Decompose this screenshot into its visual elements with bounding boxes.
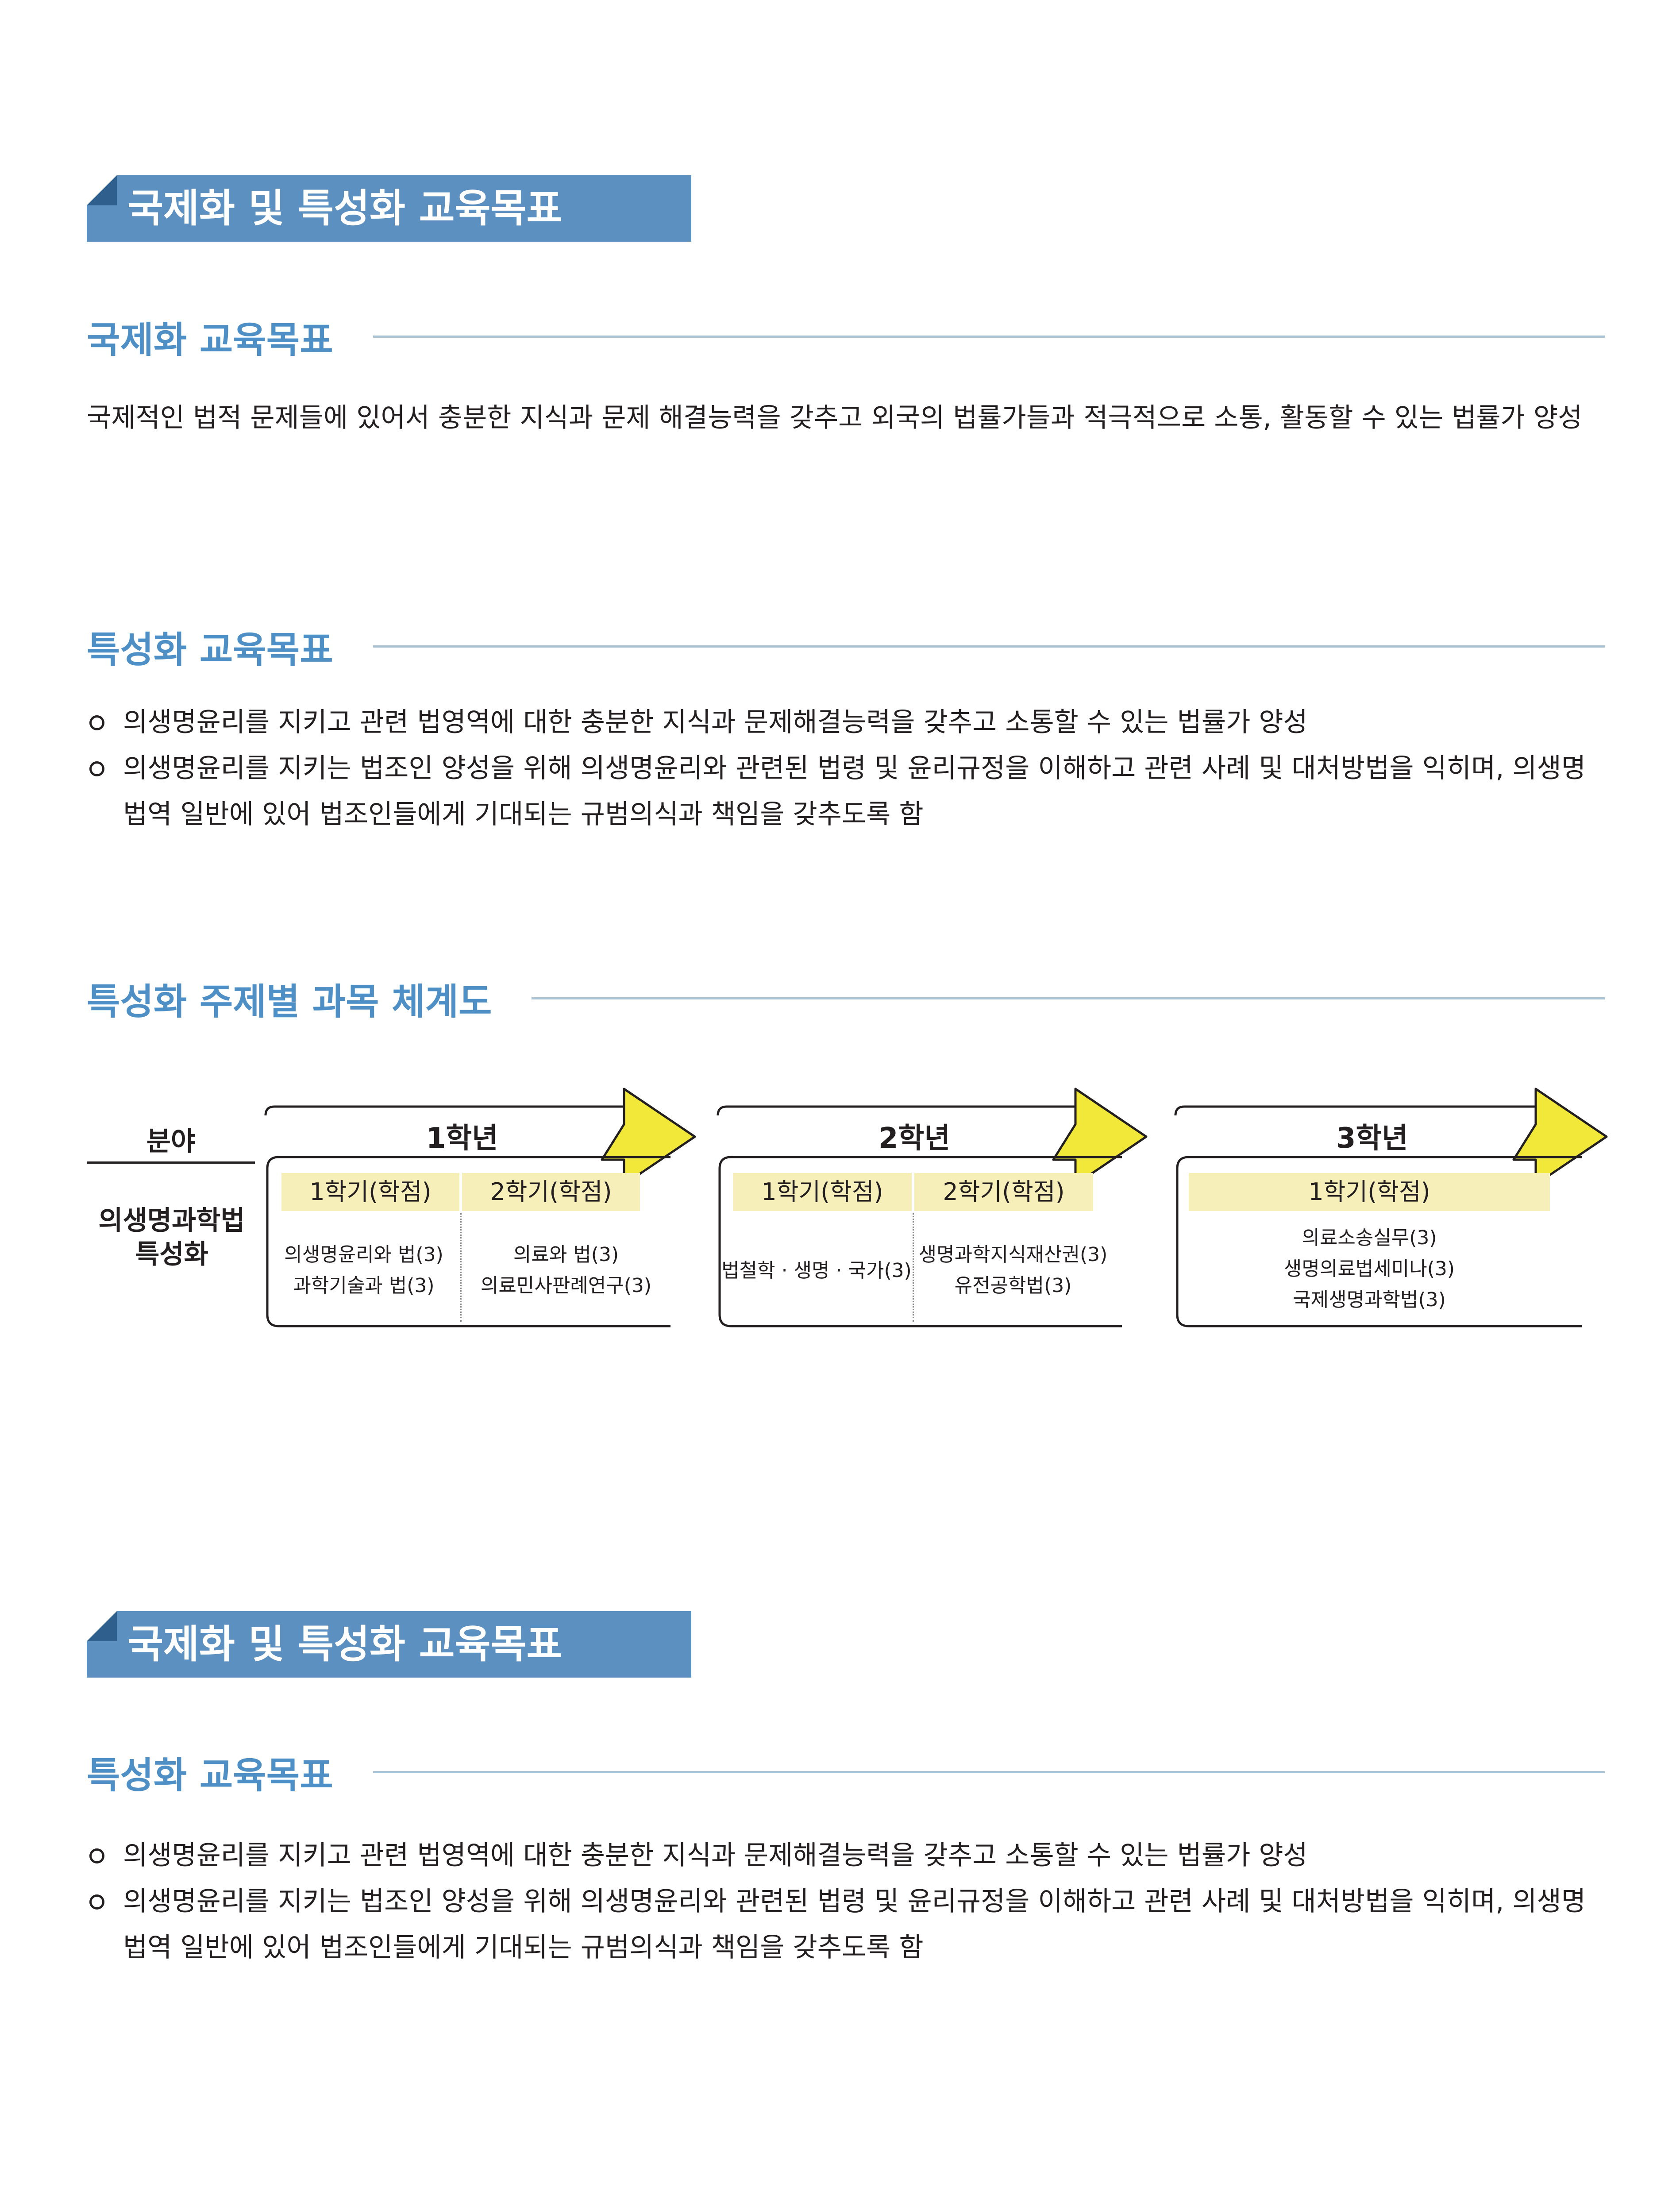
curriculum-map-heading: 특성화 주제별 과목 체계도 bbox=[87, 972, 1605, 1025]
year-label: 2학년 bbox=[878, 1122, 951, 1155]
heading-rule bbox=[373, 1771, 1605, 1773]
field-name: 의생명과학법 특성화 bbox=[98, 1205, 245, 1270]
banner-title: 국제화 및 특성화 교육목표 bbox=[127, 185, 563, 231]
field-header-rule bbox=[87, 1161, 255, 1164]
field-header: 분야 bbox=[146, 1126, 196, 1157]
bullet-circle-icon bbox=[89, 1894, 104, 1910]
course-item: 의료소송실무(3) bbox=[1302, 1227, 1437, 1249]
semester-label: 1학기(학점) bbox=[733, 1173, 912, 1211]
year2-arrow-icon bbox=[1052, 1088, 1148, 1186]
section-banner: 국제화 및 특성화 교육목표 bbox=[87, 1611, 691, 1678]
banner-title: 국제화 및 특성화 교육목표 bbox=[127, 1621, 563, 1667]
year3-top-line bbox=[1174, 1105, 1536, 1116]
spec-goal-list: 의생명윤리를 지키고 관련 법영역에 대한 충분한 지식과 문제해결능력을 갖추… bbox=[87, 699, 1605, 837]
course-item: 유전공학법(3) bbox=[954, 1274, 1072, 1297]
semester-label: 1학기(학점) bbox=[281, 1173, 459, 1211]
heading-rule bbox=[532, 997, 1605, 999]
course-list: 의료와 법(3) 의료민사판례연구(3) bbox=[462, 1239, 670, 1301]
heading-text: 특성화 주제별 과목 체계도 bbox=[87, 980, 492, 1023]
course-item: 법철학 · 생명 · 국가(3) bbox=[721, 1259, 912, 1282]
semester-divider bbox=[460, 1213, 462, 1322]
heading-rule bbox=[373, 335, 1605, 338]
year-label: 1학년 bbox=[426, 1122, 498, 1155]
year1-top-line bbox=[264, 1105, 624, 1116]
banner-corner-shade bbox=[87, 175, 117, 205]
semester-divider bbox=[913, 1213, 914, 1322]
course-item: 국제생명과학법(3) bbox=[1293, 1289, 1446, 1311]
spec-goal-heading: 특성화 교육목표 bbox=[87, 1745, 1605, 1798]
list-item: 의생명윤리를 지키고 관련 법영역에 대한 충분한 지식과 문제해결능력을 갖추… bbox=[87, 1832, 1605, 1879]
bullet-circle-icon bbox=[89, 715, 104, 730]
year-label: 3학년 bbox=[1336, 1122, 1408, 1155]
course-item: 의료와 법(3) bbox=[513, 1243, 619, 1266]
year1-box bbox=[266, 1156, 670, 1327]
year2-top-line bbox=[717, 1105, 1075, 1116]
bullet-circle-icon bbox=[89, 761, 104, 776]
heading-text: 국제화 교육목표 bbox=[87, 319, 333, 361]
spec-goal-heading: 특성화 교육목표 bbox=[87, 620, 1605, 673]
heading-rule bbox=[373, 645, 1605, 648]
course-list: 의료소송실무(3) 생명의료법세미나(3) 국제생명과학법(3) bbox=[1189, 1223, 1550, 1316]
section-banner: 국제화 및 특성화 교육목표 bbox=[87, 175, 691, 242]
list-item: 의생명윤리를 지키는 법조인 양성을 위해 의생명윤리와 관련된 법령 및 윤리… bbox=[87, 745, 1605, 837]
year3-box bbox=[1176, 1156, 1582, 1327]
year1-arrow-icon bbox=[601, 1088, 696, 1186]
banner-corner-shade bbox=[87, 1611, 117, 1641]
heading-text: 특성화 교육목표 bbox=[87, 629, 333, 671]
semester-label: 2학기(학점) bbox=[914, 1173, 1093, 1211]
bullet-circle-icon bbox=[89, 1848, 104, 1863]
spec-goal-list: 의생명윤리를 지키고 관련 법영역에 대한 충분한 지식과 문제해결능력을 갖추… bbox=[87, 1832, 1605, 1971]
year2-box bbox=[718, 1156, 1122, 1327]
intl-goal-text: 국제적인 법적 문제들에 있어서 충분한 지식과 문제 해결능력을 갖추고 외국… bbox=[87, 402, 1583, 433]
course-item: 과학기술과 법(3) bbox=[293, 1274, 435, 1297]
course-item: 의료민사판례연구(3) bbox=[480, 1274, 652, 1297]
year3-arrow-icon bbox=[1512, 1088, 1608, 1186]
list-item: 의생명윤리를 지키는 법조인 양성을 위해 의생명윤리와 관련된 법령 및 윤리… bbox=[87, 1879, 1605, 1971]
course-item: 생명의료법세미나(3) bbox=[1283, 1258, 1455, 1280]
semester-label: 2학기(학점) bbox=[462, 1173, 640, 1211]
course-list: 생명과학지식재산권(3) 유전공학법(3) bbox=[913, 1239, 1113, 1301]
intl-goal-heading: 국제화 교육목표 bbox=[87, 310, 1605, 363]
course-list: 법철학 · 생명 · 국가(3) bbox=[721, 1255, 912, 1286]
course-list: 의생명윤리와 법(3) 과학기술과 법(3) bbox=[267, 1239, 460, 1301]
list-item: 의생명윤리를 지키고 관련 법영역에 대한 충분한 지식과 문제해결능력을 갖추… bbox=[87, 699, 1605, 745]
heading-text: 특성화 교육목표 bbox=[87, 1754, 333, 1797]
semester-label: 1학기(학점) bbox=[1189, 1173, 1550, 1211]
course-item: 의생명윤리와 법(3) bbox=[284, 1243, 443, 1266]
course-item: 생명과학지식재산권(3) bbox=[918, 1243, 1108, 1266]
